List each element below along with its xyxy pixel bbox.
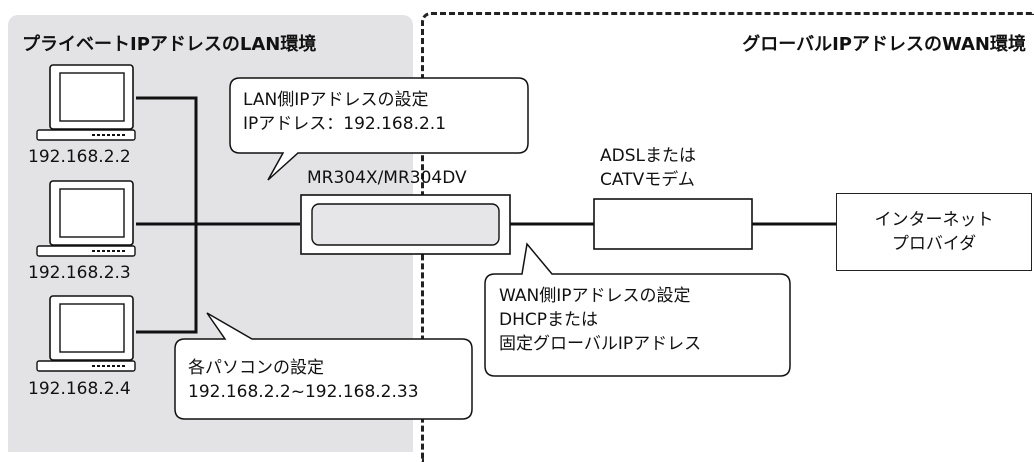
callout-lan-side-line1: LAN側IPアドレスの設定 [243, 90, 429, 110]
lan-zone-title: プライベートIPアドレスのLAN環境 [22, 34, 317, 55]
callout-wan-side-line1: WAN側IPアドレスの設定 [499, 286, 691, 306]
router-name: MR304X/MR304DV [307, 168, 467, 188]
callout-lan-side-line2: IPアドレス：192.168.2.1 [243, 114, 447, 134]
callout-pc-settings-text: 各パソコンの設定 192.168.2.2~192.168.2.33 [188, 356, 419, 404]
callout-wan-side-text: WAN側IPアドレスの設定 DHCPまたは 固定グローバルIPアドレス [499, 284, 701, 356]
router-icon [300, 194, 511, 255]
isp-box: インターネット プロバイダ [836, 193, 1032, 271]
pc3-link-line [136, 225, 198, 334]
modem-label: ADSLまたは CATVモデム [600, 144, 696, 192]
callout-lan-side-text: LAN側IPアドレスの設定 IPアドレス：192.168.2.1 [243, 88, 446, 136]
callout-pc-settings-line2: 192.168.2.2~192.168.2.33 [188, 382, 419, 402]
isp-label-line1: インターネット [874, 210, 994, 230]
modem-label-line1: ADSLまたは [600, 146, 696, 166]
wan-zone-title: グローバルIPアドレスのWAN環境 [742, 34, 1026, 55]
callout-pc-settings-line1: 各パソコンの設定 [188, 358, 324, 378]
callout-pc-settings-bubble [174, 312, 473, 420]
computer-2-ip-label: 192.168.2.3 [28, 263, 131, 283]
computer-2-icon [36, 180, 136, 257]
computer-3-ip-label: 192.168.2.4 [28, 379, 131, 399]
modem-label-line2: CATVモデム [600, 170, 695, 190]
computer-1-icon [36, 64, 136, 141]
computer-1-ip-label: 192.168.2.2 [28, 147, 131, 167]
callout-wan-side-line3: 固定グローバルIPアドレス [499, 334, 702, 354]
callout-wan-side-line2: DHCPまたは [499, 310, 598, 330]
computer-3-icon [36, 295, 136, 372]
callout-lan-side-bubble [229, 77, 529, 181]
network-diagram [36, 64, 836, 420]
isp-label-line2: プロバイダ [891, 234, 977, 254]
callout-wan-side-bubble [484, 242, 791, 377]
pc1-link-line [136, 96, 198, 223]
modem-box [593, 198, 753, 250]
